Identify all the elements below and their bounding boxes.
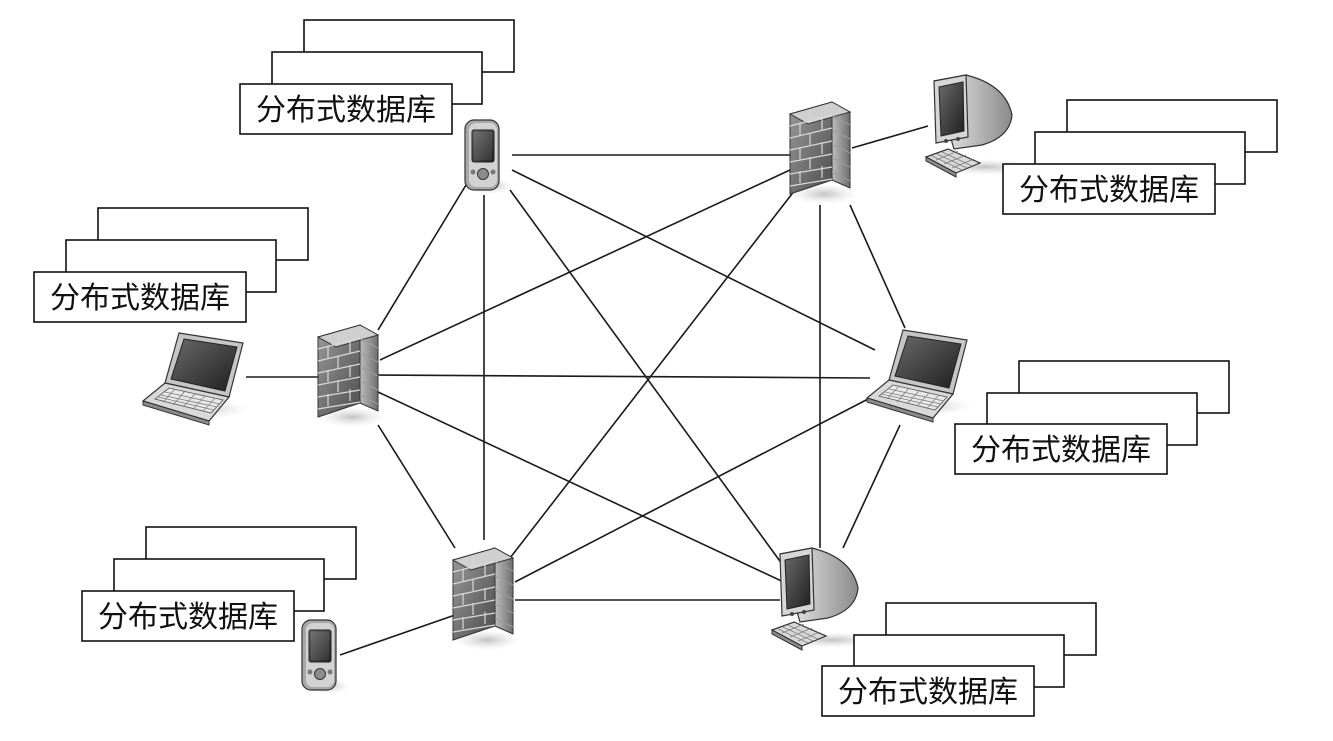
network-links: [246, 125, 929, 656]
link-firewall-left-firewall-bottom: [377, 424, 456, 549]
pda-icon: [301, 619, 351, 695]
link-firewall-top-right-laptop-right: [849, 204, 906, 329]
database-stack: 分布式数据库: [954, 360, 1230, 475]
desktop-computer-icon: [925, 74, 1037, 178]
link-firewall-bottom-pda-bottom-left: [339, 614, 456, 656]
database-stack: 分布式数据库: [81, 526, 357, 642]
link-firewall-top-right-firewall-bottom: [509, 189, 796, 559]
database-label: 分布式数据库: [50, 281, 230, 316]
link-pda-top-desktop-bottom-right: [509, 189, 791, 576]
database-label: 分布式数据库: [971, 433, 1151, 468]
link-laptop-right-firewall-bottom: [514, 397, 871, 583]
laptop-icon: [142, 332, 250, 426]
database-stack: 分布式数据库: [821, 602, 1097, 717]
laptop-icon: [866, 329, 974, 423]
database-stack: 分布式数据库: [1002, 99, 1278, 215]
database-label: 分布式数据库: [256, 93, 436, 128]
database-label: 分布式数据库: [98, 600, 278, 635]
firewall-icon: [452, 547, 522, 651]
database-stack: 分布式数据库: [239, 19, 515, 135]
link-laptop-right-desktop-bottom-right: [842, 424, 901, 549]
firewall-icon: [789, 101, 859, 205]
database-label: 分布式数据库: [1019, 173, 1199, 208]
link-pda-top-firewall-left: [377, 184, 467, 331]
database-label: 分布式数据库: [838, 675, 1018, 710]
link-firewall-top-right-desktop-top-right: [851, 125, 929, 149]
firewall-icon: [317, 324, 387, 428]
link-firewall-top-right-firewall-left: [379, 169, 791, 361]
link-firewall-left-laptop-right: [377, 374, 871, 379]
link-firewall-left-desktop-bottom-right: [377, 391, 791, 586]
link-pda-top-laptop-right: [511, 169, 876, 351]
database-stack: 分布式数据库: [33, 207, 309, 323]
pda-icon: [464, 119, 514, 195]
